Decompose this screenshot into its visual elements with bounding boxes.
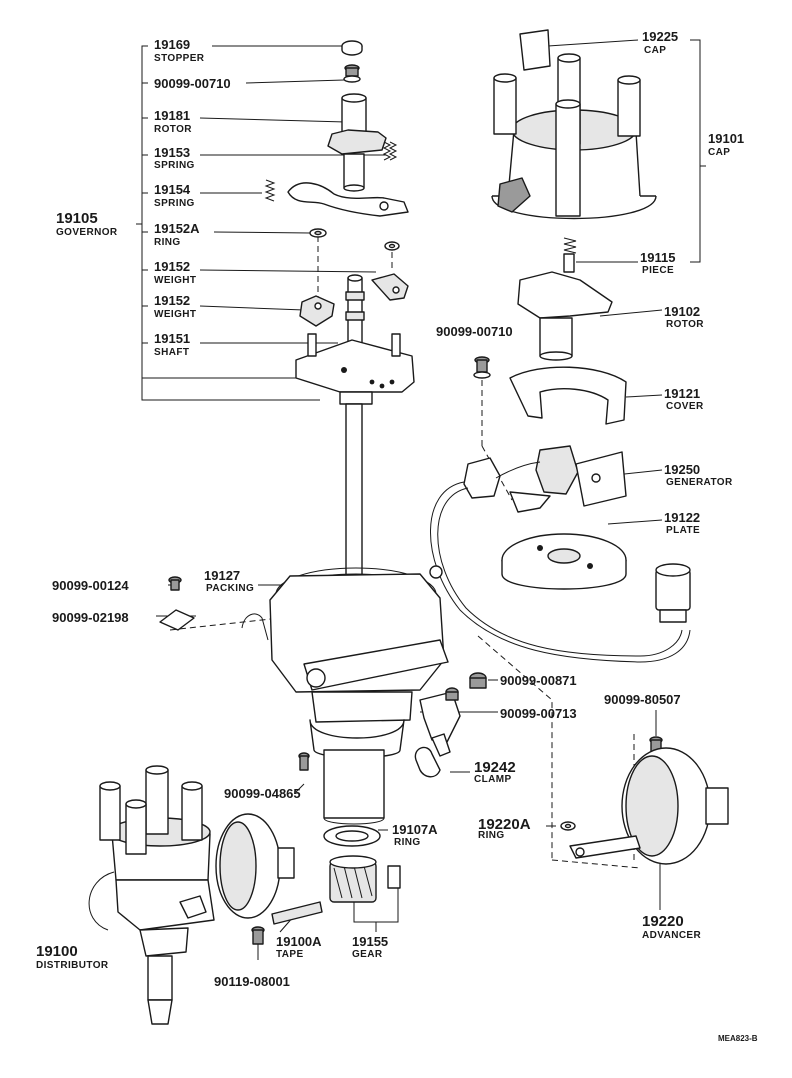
plate-19122 (501, 533, 627, 590)
part-labels: 19169 STOPPER 90099-00710 19181 ROTOR 19… (36, 29, 758, 1043)
screw-90099-04865 (298, 752, 310, 771)
advancer-19220 (569, 747, 729, 865)
label-90099-00710-top-num: 90099-00710 (154, 76, 231, 91)
ring-19107A (323, 825, 381, 847)
clamp-19242 (414, 733, 451, 778)
label-19101-num: 19101 (708, 131, 744, 146)
ring-19220A (560, 821, 576, 831)
label-19101-name: CAP (708, 147, 730, 158)
spring-19153 (382, 141, 398, 161)
label-19115-num: 19115 (640, 250, 675, 265)
label-19181-name: ROTOR (154, 124, 192, 135)
label-19220-num: 19220 (642, 913, 684, 930)
bolt-90099-00124 (168, 576, 182, 591)
screw-90119-08001 (251, 926, 265, 945)
spring-19154 (264, 179, 276, 202)
cover-19121 (509, 366, 627, 425)
label-19100A-num: 19100A (276, 934, 322, 949)
assembly-dashed-lines (169, 236, 641, 869)
tape-19100A (271, 901, 323, 925)
label-19225-num: 19225 (642, 29, 678, 44)
label-19107A-name: RING (394, 837, 421, 848)
piece-19115 (563, 237, 577, 273)
label-19105-name: GOVERNOR (56, 227, 118, 238)
stopper-19169 (341, 40, 363, 56)
label-19152-a-num: 19152 (154, 259, 190, 274)
label-19102-name: ROTOR (666, 319, 704, 330)
label-19153-name: SPRING (154, 160, 195, 171)
ring-19152-small (384, 241, 400, 251)
label-19100-num: 19100 (36, 943, 78, 960)
weight-19152-a (371, 273, 409, 301)
label-90099-02198-num: 90099-02198 (52, 610, 129, 625)
label-19225-name: CAP (644, 45, 666, 56)
label-19151-num: 19151 (154, 331, 190, 346)
label-19102-num: 19102 (664, 304, 700, 319)
rotor-19181 (327, 93, 387, 192)
label-19100A-name: TAPE (276, 949, 304, 960)
weight-19152-b (299, 295, 335, 327)
label-90099-00871-num: 90099-00871 (500, 673, 577, 688)
label-19127-name: PACKING (206, 583, 254, 594)
ring-19152A (309, 228, 327, 238)
label-90099-80507-num: 90099-80507 (604, 692, 681, 707)
rotor-19102 (517, 271, 613, 361)
label-19242-name: CLAMP (474, 774, 512, 785)
label-19220-name: ADVANCER (642, 930, 702, 941)
label-19153-num: 19153 (154, 145, 190, 160)
label-90099-00124-num: 90099-00124 (52, 578, 129, 593)
screw-90099-00710-top (343, 64, 361, 83)
label-19155-name: GEAR (352, 949, 383, 960)
distributor-assembly-19100 (88, 765, 295, 1025)
label-19250-name: GENERATOR (666, 477, 733, 488)
label-90099-04865-num: 90099-04865 (224, 786, 301, 801)
label-90099-00713-num: 90099-00713 (500, 706, 577, 721)
label-19169-name: STOPPER (154, 53, 205, 64)
label-90119-08001-num: 90119-08001 (214, 974, 290, 989)
label-19154-num: 19154 (154, 182, 191, 197)
label-19181-num: 19181 (154, 108, 190, 123)
label-19121-name: COVER (666, 401, 704, 412)
shaft-19151 (295, 274, 415, 601)
label-19152-b-num: 19152 (154, 293, 190, 308)
housing (241, 565, 461, 825)
label-90099-00710-mid-num: 90099-00710 (436, 324, 513, 339)
label-19242-num: 19242 (474, 759, 516, 776)
washer-90099-02198 (159, 609, 195, 631)
label-19127-num: 19127 (204, 568, 240, 583)
diagram-code: MEA823-B (718, 1034, 758, 1043)
gear-19155 (329, 855, 401, 903)
label-19151-name: SHAFT (154, 347, 189, 358)
label-19152A-num: 19152A (154, 221, 200, 236)
label-19169-num: 19169 (154, 37, 190, 52)
label-19105-num: 19105 (56, 210, 98, 227)
label-19220A-num: 19220A (478, 816, 531, 833)
label-19122-num: 19122 (664, 510, 700, 525)
generator-wire (430, 481, 691, 663)
screw-90099-00710-mid (473, 356, 491, 379)
distributor-cap-19101 (491, 29, 657, 220)
label-19107A-num: 19107A (392, 822, 438, 837)
label-19115-name: PIECE (642, 265, 674, 276)
label-19155-num: 19155 (352, 934, 388, 949)
label-19100-name: DISTRIBUTOR (36, 960, 109, 971)
label-19152A-name: RING (154, 237, 181, 248)
leader-lines (136, 39, 706, 960)
label-19250-num: 19250 (664, 462, 700, 477)
screw-90099-00871 (469, 672, 487, 689)
label-19154-name: SPRING (154, 198, 195, 209)
generator-19250 (463, 445, 627, 513)
label-19122-name: PLATE (666, 525, 700, 536)
label-19152-b-name: WEIGHT (154, 309, 196, 320)
screw-90099-00713 (445, 687, 459, 701)
label-19121-num: 19121 (664, 386, 700, 401)
label-19220A-name: RING (478, 830, 505, 841)
governor-cam-plate (287, 182, 409, 217)
label-19152-a-name: WEIGHT (154, 275, 196, 286)
